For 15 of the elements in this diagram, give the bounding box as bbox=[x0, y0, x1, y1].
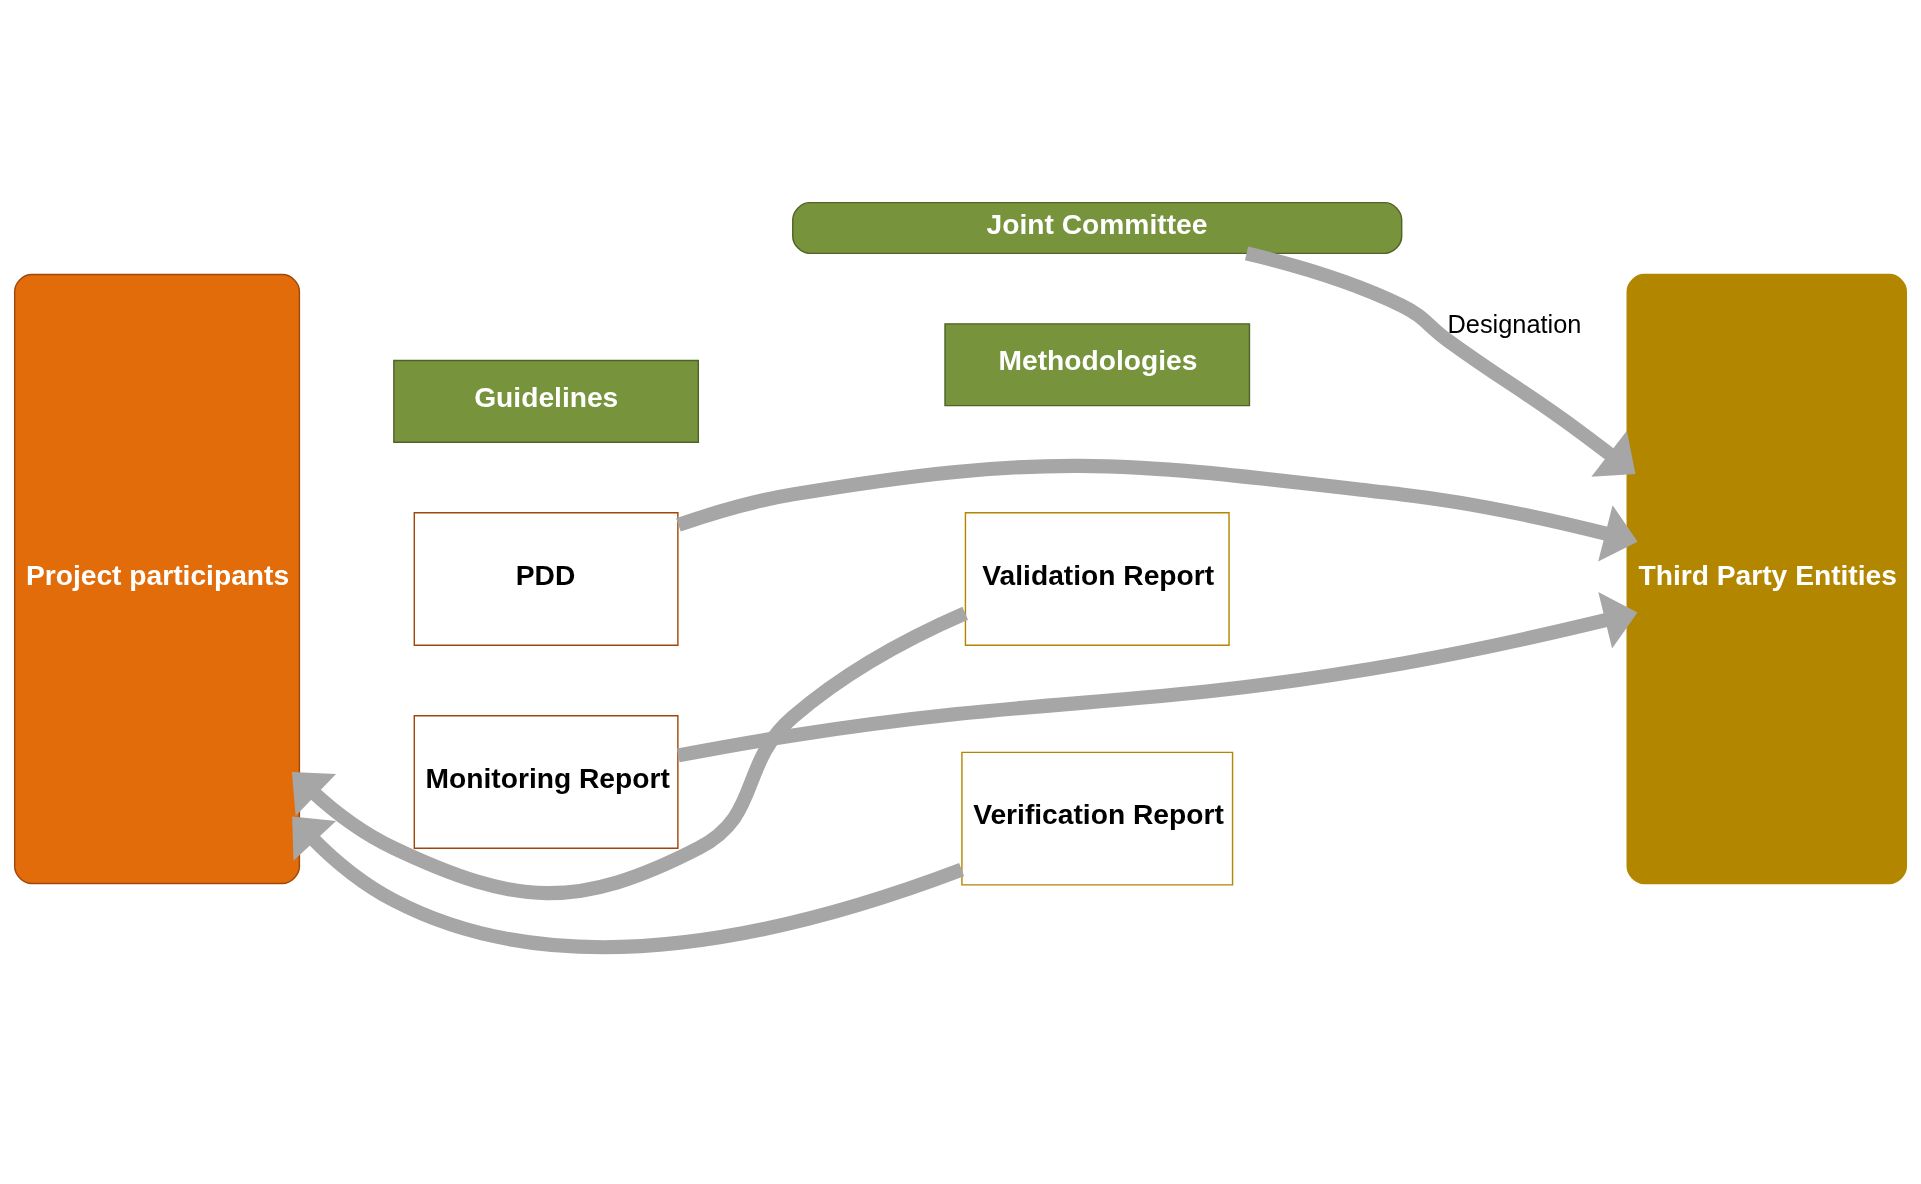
node-box: Guidelines bbox=[393, 359, 700, 443]
node-box: Project participants bbox=[13, 273, 301, 884]
node-box: Methodologies bbox=[944, 322, 1251, 406]
arrow bbox=[676, 458, 1638, 562]
node-box: Third Party Entities bbox=[1626, 273, 1908, 884]
node-box: Joint Committee bbox=[792, 201, 1403, 254]
arrow bbox=[291, 606, 969, 900]
arrow bbox=[292, 816, 965, 954]
node-box: Monitoring Report bbox=[413, 714, 679, 849]
arrow bbox=[677, 591, 1638, 762]
node-box: Validation Report bbox=[964, 511, 1230, 646]
node-box: PDD bbox=[413, 511, 679, 646]
edge-label: Designation bbox=[1447, 309, 1582, 338]
node-box: Verification Report bbox=[961, 751, 1234, 886]
arrow bbox=[1244, 246, 1636, 477]
